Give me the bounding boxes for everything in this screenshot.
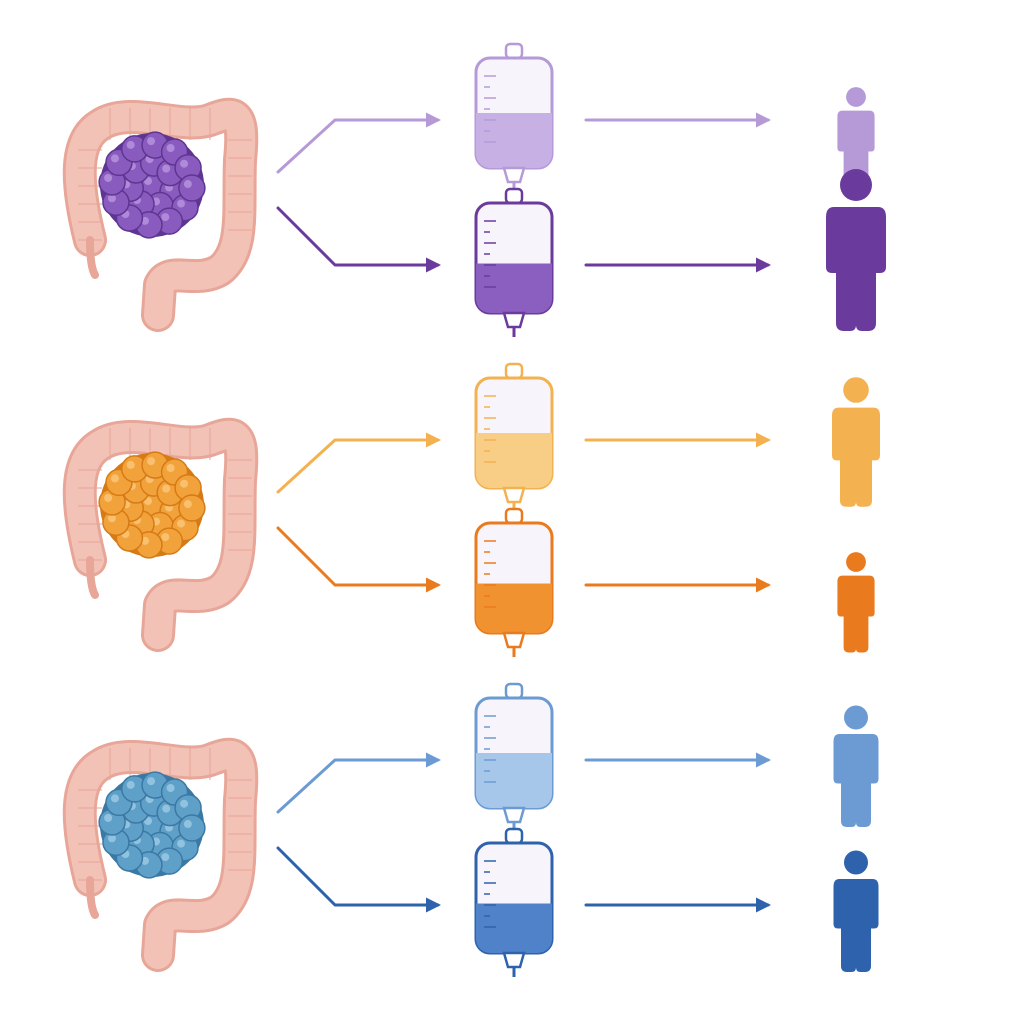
- person-icon: [833, 850, 879, 972]
- person-icon: [832, 377, 880, 507]
- tumor-icon: [98, 131, 206, 239]
- iv-bag-icon: [474, 362, 554, 512]
- treatment-group-purple: [62, 42, 886, 337]
- branch-arrow: [276, 846, 441, 913]
- iv-bag-icon: [474, 42, 554, 192]
- colon-icon: [62, 97, 259, 332]
- treatment-group-orange: [62, 362, 880, 657]
- treatment-group-blue: [62, 682, 879, 977]
- iv-bag-icon: [474, 682, 554, 832]
- tumor-icon: [98, 451, 206, 559]
- branch-arrow: [276, 206, 441, 273]
- colon-icon: [62, 417, 259, 652]
- person-icon: [833, 705, 879, 827]
- person-icon: [837, 87, 875, 188]
- tumor-icon: [98, 771, 206, 879]
- person-icon: [837, 552, 875, 653]
- person-icon: [826, 169, 886, 331]
- branch-arrow: [276, 432, 441, 494]
- colon-icon: [62, 737, 259, 972]
- iv-bag-icon: [474, 187, 554, 337]
- iv-bag-icon: [474, 507, 554, 657]
- iv-bag-icon: [474, 827, 554, 977]
- branch-arrow: [276, 526, 441, 593]
- branch-arrow: [276, 112, 441, 174]
- branch-arrow: [276, 752, 441, 814]
